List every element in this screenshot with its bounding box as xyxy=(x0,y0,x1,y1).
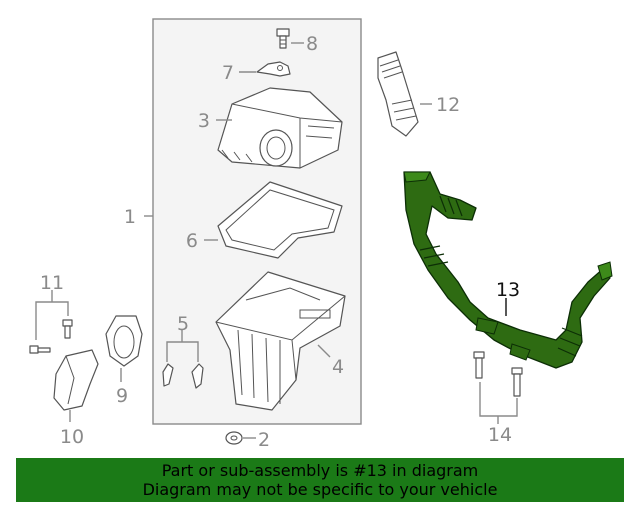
callout-14: 14 xyxy=(488,424,512,446)
callout-2: 2 xyxy=(258,429,270,451)
callout-12: 12 xyxy=(436,94,460,116)
part-3-cleaner-cover[interactable] xyxy=(217,87,343,169)
callout-10: 10 xyxy=(60,426,84,448)
part-14-bolts[interactable] xyxy=(473,351,523,397)
callout-7: 7 xyxy=(222,62,234,84)
part-10-resonator[interactable] xyxy=(53,349,99,411)
callout-1: 1 xyxy=(124,206,136,228)
part-7-bracket[interactable] xyxy=(256,61,291,77)
callout-9: 9 xyxy=(116,385,128,407)
part-9-elbow[interactable] xyxy=(105,315,143,367)
banner-line-1: Part or sub-assembly is #13 in diagram xyxy=(161,461,479,480)
part-8-bolt[interactable] xyxy=(276,28,290,49)
part-13-outlet-tube[interactable] xyxy=(403,171,613,369)
part-11-bolts[interactable] xyxy=(29,319,73,354)
callout-11: 11 xyxy=(40,272,64,294)
callout-13: 13 xyxy=(496,279,520,301)
part-5-clips[interactable] xyxy=(162,363,204,389)
part-2-grommet[interactable] xyxy=(225,431,243,445)
callout-3: 3 xyxy=(198,110,210,132)
part-6-filter[interactable] xyxy=(217,181,343,259)
callout-6: 6 xyxy=(186,230,198,252)
part-12-intake-duct[interactable] xyxy=(377,51,419,137)
callout-5: 5 xyxy=(177,313,189,335)
banner-line-2: Diagram may not be specific to your vehi… xyxy=(142,480,498,499)
info-banner: Part or sub-assembly is #13 in diagram D… xyxy=(16,458,624,502)
callout-4: 4 xyxy=(332,356,344,378)
callout-8: 8 xyxy=(306,33,318,55)
part-4-lower-housing[interactable] xyxy=(215,271,346,411)
